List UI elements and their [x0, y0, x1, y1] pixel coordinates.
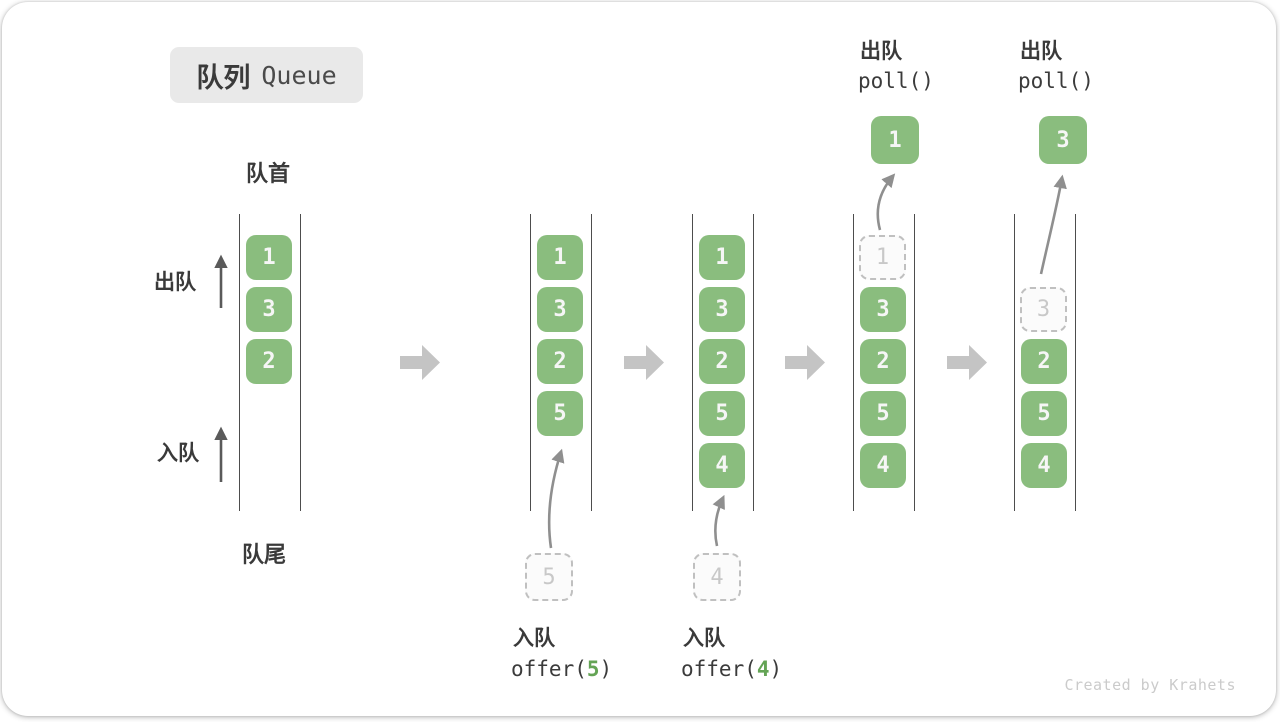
queue-element: 2: [1021, 339, 1067, 384]
queue-element: 4: [699, 443, 745, 488]
queue-channel-wall: [530, 214, 531, 511]
queue-element: 3: [699, 287, 745, 332]
dequeue-pointer-arrow-icon: [876, 173, 896, 231]
label-queue-rear: 队尾: [242, 543, 287, 568]
title-en: Queue: [261, 60, 337, 90]
code-arg: 4: [756, 657, 770, 681]
queue-channel-wall: [753, 214, 754, 511]
enqueue-op-code: offer(5): [511, 657, 612, 681]
dequeue-op-code: poll(): [858, 69, 934, 93]
enqueue-pointer-arrow-icon: [547, 448, 565, 549]
queue-channel-wall: [692, 214, 693, 511]
enqueue-op-label: 入队: [683, 626, 725, 650]
queue-element: 5: [1021, 391, 1067, 436]
queue-element: 5: [537, 391, 583, 436]
incoming-element-ghost: 4: [693, 553, 741, 601]
queue-element: 2: [246, 339, 292, 384]
incoming-element-ghost: 5: [525, 553, 573, 601]
queue-channel-wall: [591, 214, 592, 511]
label-enqueue-direction: 入队: [157, 441, 199, 465]
code-fn-close: ): [769, 657, 783, 681]
queue-element: 2: [699, 339, 745, 384]
title-zh: 队列: [196, 62, 251, 94]
dequeue-op-label: 出队: [1020, 39, 1062, 63]
title-badge: 队列 Queue: [170, 47, 363, 103]
queue-element: 2: [860, 339, 906, 384]
queue-element: 5: [699, 391, 745, 436]
queue-channel-wall: [1075, 214, 1076, 511]
label-queue-front: 队首: [246, 162, 291, 187]
state-transition-arrow-icon: [624, 345, 664, 380]
code-fn-open: offer(: [511, 657, 587, 681]
queue-element: 3: [246, 287, 292, 332]
queue-element: 1: [537, 235, 583, 280]
code-fn-open: offer(: [681, 657, 757, 681]
state-transition-arrow-icon: [400, 345, 440, 380]
watermark-credit: Created by Krahets: [1064, 676, 1236, 694]
polled-element: 1: [871, 116, 919, 164]
label-dequeue-direction: 出队: [154, 270, 196, 294]
queue-channel-wall: [239, 214, 240, 511]
state-transition-arrow-icon: [785, 345, 825, 380]
enqueue-pointer-arrow-icon: [712, 494, 725, 547]
queue-channel-wall: [853, 214, 854, 511]
queue-channel-wall: [1014, 214, 1015, 511]
queue-channel-wall: [914, 214, 915, 511]
removed-element-ghost: 3: [1020, 287, 1067, 332]
dequeue-op-label: 出队: [860, 39, 902, 63]
queue-element: 1: [246, 235, 292, 280]
enqueue-op-label: 入队: [513, 626, 555, 650]
queue-element: 1: [699, 235, 745, 280]
queue-element: 3: [860, 287, 906, 332]
enqueue-op-code: offer(4): [681, 657, 782, 681]
dequeue-pointer-arrow-icon: [1039, 174, 1067, 275]
code-arg: 5: [586, 657, 600, 681]
queue-element: 5: [860, 391, 906, 436]
queue-element: 4: [1021, 443, 1067, 488]
state-transition-arrow-icon: [947, 345, 987, 380]
code-fn-close: ): [599, 657, 613, 681]
removed-element-ghost: 1: [859, 235, 906, 280]
queue-channel-wall: [300, 214, 301, 511]
queue-element: 4: [860, 443, 906, 488]
dequeue-op-code: poll(): [1018, 69, 1094, 93]
queue-element: 2: [537, 339, 583, 384]
polled-element: 3: [1039, 116, 1087, 164]
queue-element: 3: [537, 287, 583, 332]
